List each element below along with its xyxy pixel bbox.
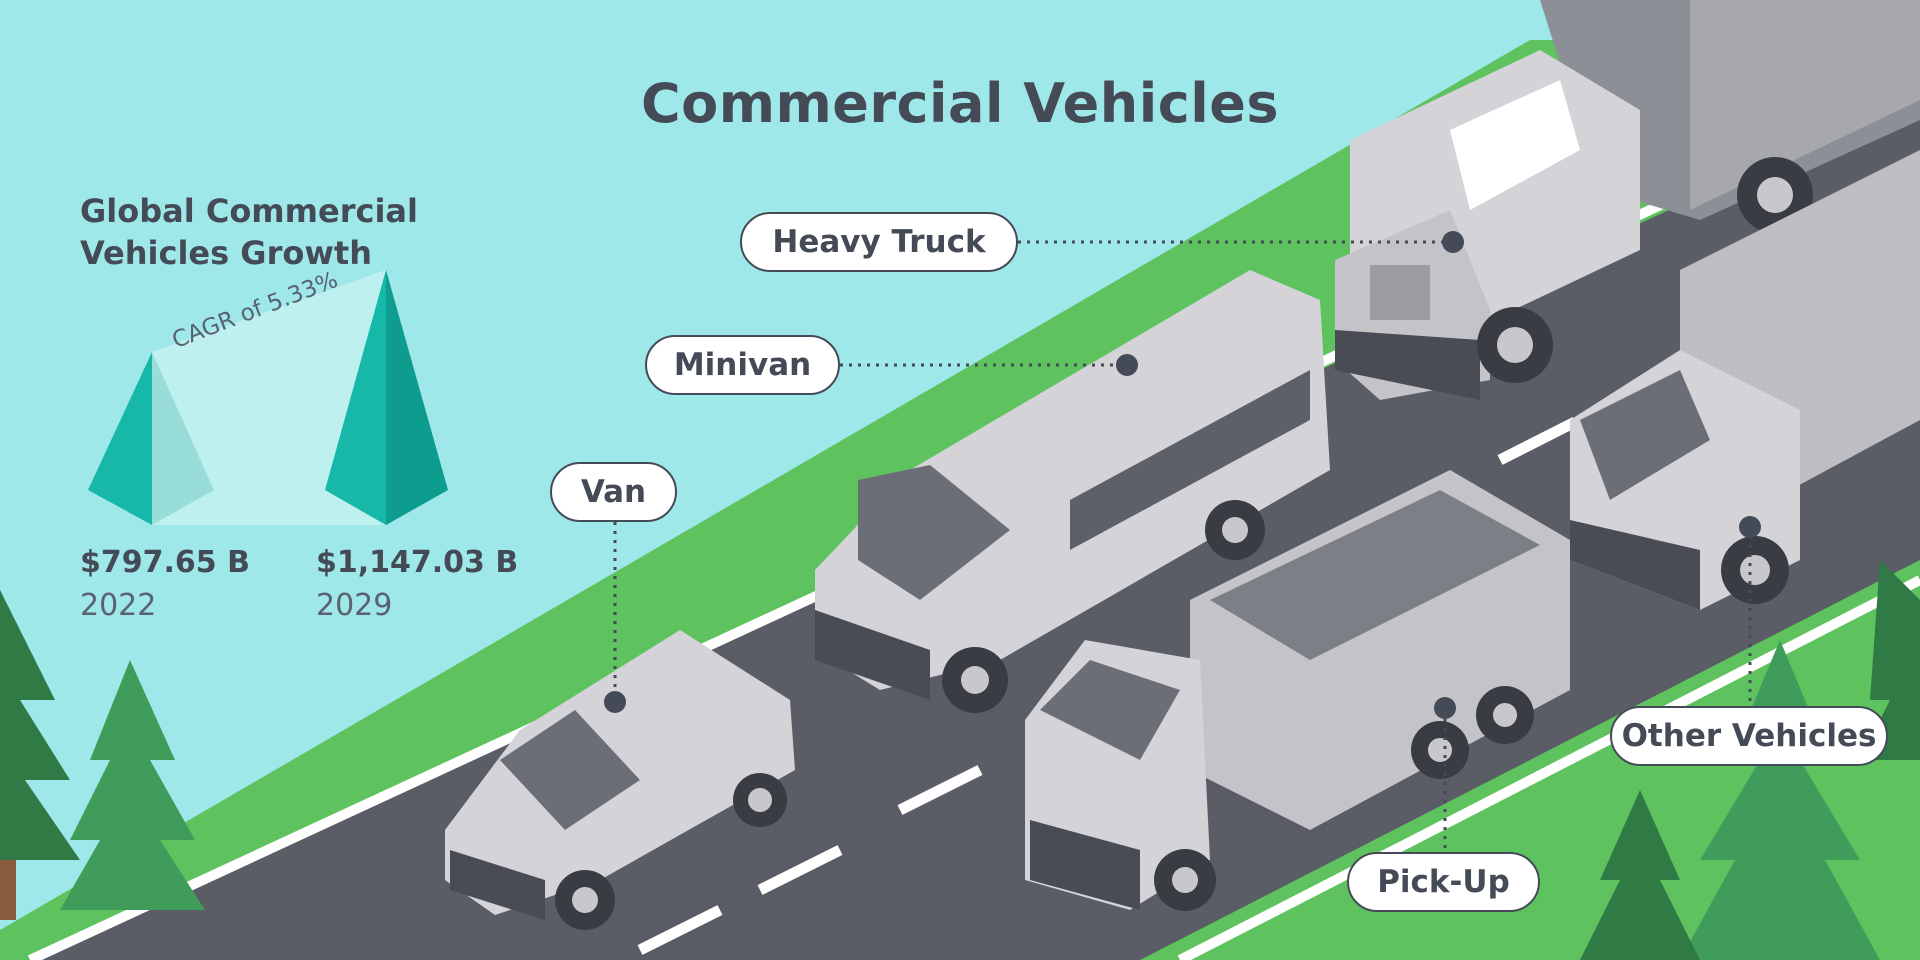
heavy-truck	[1335, 0, 1920, 400]
callout-dots	[604, 231, 1761, 719]
callout-other-vehicles: Other Vehicles	[1610, 706, 1888, 766]
value-2029: $1,147.03 B	[316, 545, 519, 580]
road-edge-bottom	[1177, 575, 1920, 960]
year-2029: 2029	[316, 588, 393, 623]
growth-title-line-2: Vehicles Growth	[80, 234, 372, 272]
minivan	[815, 270, 1330, 713]
cagr-band	[152, 270, 386, 525]
page-title: Commercial Vehicles	[641, 72, 1279, 135]
year-2022: 2022	[80, 588, 157, 623]
growth-title-line-1: Global Commercial	[80, 192, 418, 230]
callout-minivan: Minivan	[645, 335, 840, 395]
pyramid-2029	[325, 270, 448, 525]
callout-van: Van	[550, 462, 677, 522]
pick-up-truck	[1025, 470, 1570, 911]
van	[445, 630, 795, 930]
callout-connectors	[613, 240, 1752, 850]
value-2022: $797.65 B	[80, 545, 250, 580]
growth-title: Global Commercial Vehicles Growth	[80, 190, 460, 274]
other-vehicle-truck	[1570, 150, 1920, 610]
trees-left	[0, 590, 205, 920]
callout-heavy-truck: Heavy Truck	[740, 212, 1018, 272]
callout-pick-up: Pick-Up	[1347, 852, 1540, 912]
trees-right	[1580, 560, 1920, 960]
